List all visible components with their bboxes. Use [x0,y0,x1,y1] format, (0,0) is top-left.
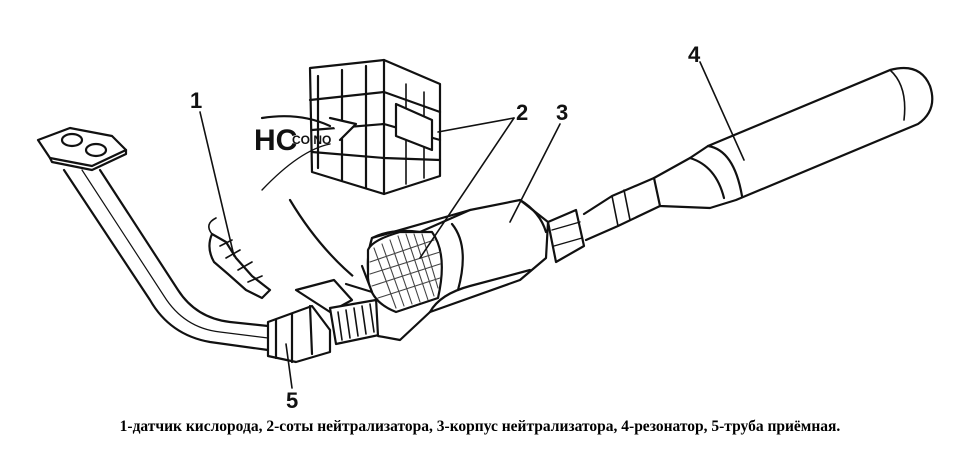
oxygen-sensor [208,217,272,300]
resonator [652,66,934,210]
honeycomb-cells [366,230,443,314]
honeycomb-inset [308,58,442,196]
spring-section [328,298,386,346]
manifold-flange [36,126,128,172]
gas-label-co-no: CO NO [292,133,331,147]
diagram-caption: 1-датчик кислорода, 2-соты нейтрализатор… [119,418,841,435]
callout-5: 5 [286,388,298,413]
leader-lines [199,61,745,389]
gas-label-hc: HC [254,124,297,157]
callout-4: 4 [688,42,701,67]
intake-pipe-joint [266,278,354,364]
front-pipe [62,168,270,352]
callout-1: 1 [190,88,202,113]
callout-2: 2 [516,100,528,125]
gas-flow-arrows [260,115,374,294]
middle-pipe [582,176,662,242]
callout-3: 3 [556,100,568,125]
